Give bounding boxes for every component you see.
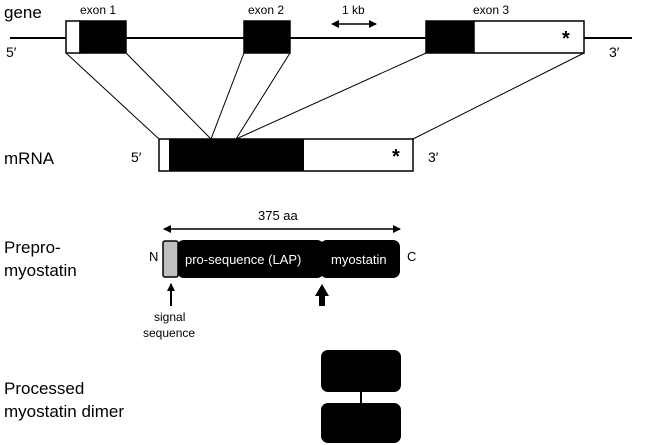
connector-exon2-right <box>235 52 291 140</box>
propeptide-cleavage-arrow <box>315 284 329 306</box>
prodomain-label: pro-sequence (LAP) <box>185 252 301 267</box>
mrna-5prime-label: 5′ <box>131 149 142 165</box>
exon-1 <box>65 20 127 54</box>
signal-label-line1: signal <box>154 310 185 324</box>
signal-peptide-block <box>162 240 179 278</box>
gene-row-label: gene <box>4 3 42 22</box>
dimer-row-label-line1: Processed <box>4 379 84 398</box>
exon-3-label: exon 3 <box>473 3 509 17</box>
exon-3-3utr <box>473 20 585 54</box>
dimer-monomer-bottom <box>321 403 401 443</box>
splicing-connectors <box>65 52 585 140</box>
dimer-row-label-line2: myostatin dimer <box>4 402 124 421</box>
n-terminus-label: N <box>149 249 158 264</box>
exon-1-5utr <box>65 20 81 54</box>
connector-exon1-left <box>65 52 160 140</box>
myostatin-dimer <box>321 350 401 443</box>
mrna-coding-region <box>169 139 304 171</box>
gene-stop-codon-asterisk: * <box>562 28 570 50</box>
gene-5prime-label: 5′ <box>6 44 17 60</box>
c-terminus-label: C <box>407 249 416 264</box>
connector-exon1-right <box>125 52 212 140</box>
mrna-stop-codon-asterisk: * <box>392 146 400 168</box>
mature-myostatin-block <box>320 240 400 278</box>
connector-exon3-left <box>235 52 427 140</box>
mrna-3prime-label: 3′ <box>428 149 439 165</box>
exon-3 <box>425 20 585 54</box>
prodomain-block <box>177 240 324 278</box>
mrna-row-label: mRNA <box>4 149 55 168</box>
prepro-row-label-line2: myostatin <box>4 261 77 280</box>
dimer-monomer-top <box>321 350 401 392</box>
exon-2 <box>243 20 291 54</box>
connector-exon2-left <box>210 52 245 140</box>
prepro-row-label-line1: Prepro- <box>4 238 61 257</box>
mrna-transcript <box>158 138 414 172</box>
exon-2-label: exon 2 <box>248 3 284 17</box>
mature-myostatin-label: myostatin <box>331 252 387 267</box>
exon-3-coding <box>425 20 475 54</box>
protein-length-label: 375 aa <box>258 208 299 223</box>
connector-exon3-right <box>412 52 585 140</box>
scale-bar-label: 1 kb <box>342 3 365 17</box>
prepro-protein <box>162 240 400 278</box>
signal-label-line2: sequence <box>143 326 195 340</box>
exon-1-coding <box>79 20 127 54</box>
gene-3prime-label: 3′ <box>609 44 620 60</box>
exon-1-label: exon 1 <box>80 3 116 17</box>
